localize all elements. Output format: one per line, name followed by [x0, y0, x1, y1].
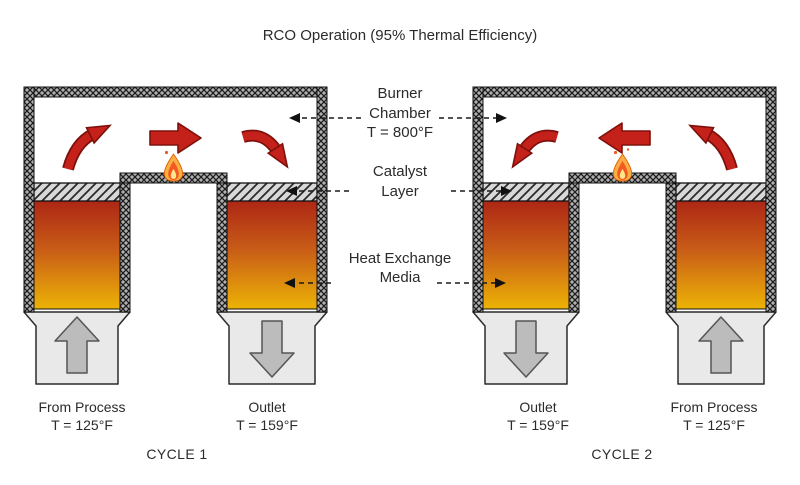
catalyst-layer-label-line1: Catalyst — [373, 163, 428, 180]
cycle-2-flow-arrows — [511, 122, 738, 171]
outlet-temp: T = 159°F — [507, 417, 569, 433]
from-process-label: From Process — [38, 399, 125, 415]
cycle-2-labels: Outlet T = 159°F From Process T = 125°F … — [507, 399, 757, 462]
cycle-1-labels: From Process T = 125°F Outlet T = 159°F … — [38, 399, 297, 462]
from-process-temp: T = 125°F — [683, 417, 745, 433]
cycle-1-title: CYCLE 1 — [146, 446, 207, 462]
cycle-2-title: CYCLE 2 — [591, 446, 652, 462]
outlet-label: Outlet — [248, 399, 285, 415]
cycle-1-flow-arrows — [62, 122, 289, 171]
burner-chamber-label-line1: Burner — [377, 85, 422, 102]
duct-arrow-down-icon — [249, 320, 295, 378]
diagram-title: RCO Operation (95% Thermal Efficiency) — [263, 27, 538, 44]
heat-media-label-line2: Media — [380, 269, 422, 286]
duct-arrow-up-icon — [698, 316, 744, 374]
flow-arrow-left-icon — [598, 122, 651, 154]
burner-chamber-label-line2: Chamber — [369, 105, 431, 122]
outlet-temp: T = 159°F — [236, 417, 298, 433]
from-process-temp: T = 125°F — [51, 417, 113, 433]
flow-arrow-curved-up-left-icon — [688, 124, 737, 171]
burner-chamber-temp: T = 800°F — [367, 124, 433, 141]
heat-media-label-line1: Heat Exchange — [349, 250, 452, 267]
from-process-label: From Process — [670, 399, 757, 415]
flow-arrow-curved-down-right-icon — [241, 131, 289, 169]
outlet-label: Outlet — [519, 399, 556, 415]
flow-arrow-right-icon — [149, 122, 202, 154]
duct-arrow-up-icon — [54, 316, 100, 374]
leader-arrows — [284, 113, 512, 288]
flow-arrow-curved-up-right-icon — [63, 124, 112, 171]
catalyst-layer-label-line2: Layer — [381, 183, 419, 200]
duct-arrow-down-icon — [503, 320, 549, 378]
center-annotations: Burner Chamber T = 800°F Catalyst Layer … — [349, 85, 452, 286]
flow-arrow-curved-down-left-icon — [511, 131, 559, 169]
